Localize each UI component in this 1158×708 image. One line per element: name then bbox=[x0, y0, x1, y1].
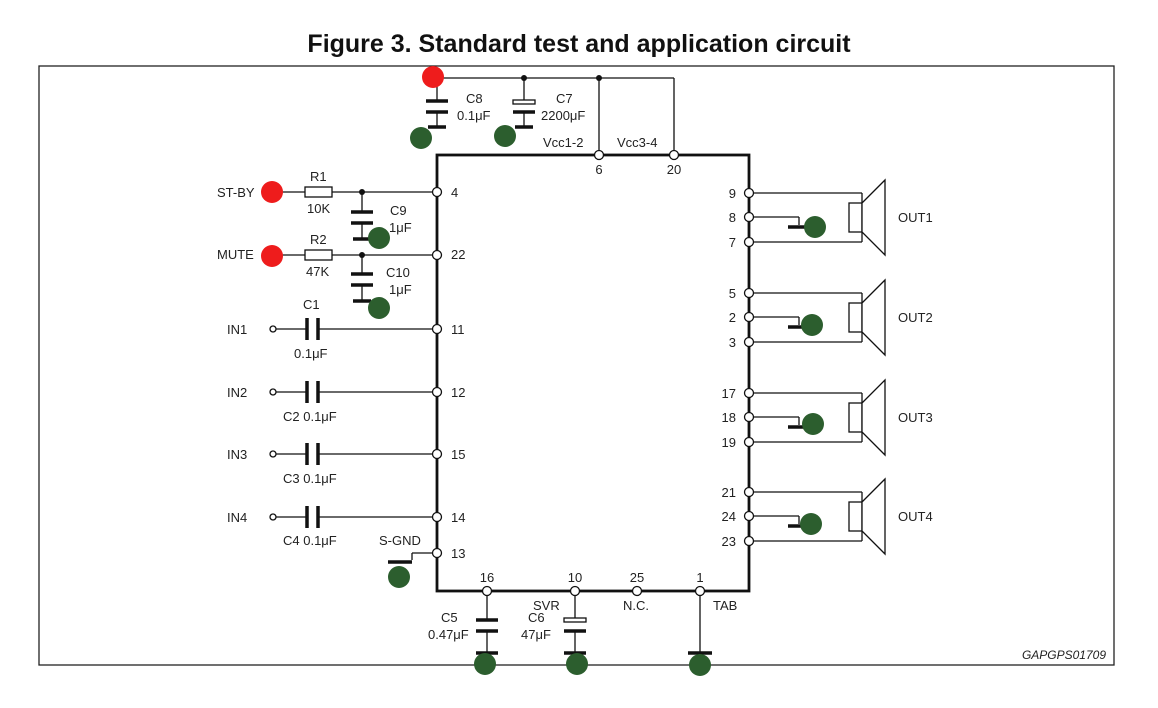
out3-label: OUT3 bbox=[898, 410, 933, 425]
ground-marker-out3 bbox=[802, 413, 824, 435]
c8-value: 0.1μF bbox=[457, 108, 491, 123]
c7-label: C7 bbox=[556, 91, 573, 106]
figure-title: Figure 3. Standard test and application … bbox=[307, 30, 851, 58]
ground-marker-c6 bbox=[566, 653, 588, 675]
out3-pin-a: 17 bbox=[722, 386, 736, 401]
c6-value: 47μF bbox=[521, 627, 551, 642]
out3-pin-c: 19 bbox=[722, 435, 736, 450]
pin-6-number: 6 bbox=[595, 162, 602, 177]
tab-label: TAB bbox=[713, 598, 737, 613]
out4-pin-c: 23 bbox=[722, 534, 736, 549]
out2-label: OUT2 bbox=[898, 310, 933, 325]
r1-label: R1 bbox=[310, 169, 327, 184]
ground-marker-out1 bbox=[804, 216, 826, 238]
pin-10-number: 10 bbox=[568, 570, 582, 585]
pin-22 bbox=[431, 249, 443, 261]
input-2-label: IN2 bbox=[227, 385, 247, 400]
pin-1-number: 1 bbox=[696, 570, 703, 585]
ground-marker-c7 bbox=[494, 125, 516, 147]
c6-label: C6 bbox=[528, 610, 545, 625]
input-3-cap: C3 0.1μF bbox=[283, 471, 337, 486]
pin-4-number: 4 bbox=[451, 185, 458, 200]
pin-25-number: 25 bbox=[630, 570, 644, 585]
ground-marker-sgnd bbox=[388, 566, 410, 588]
out2-pin-b: 2 bbox=[729, 310, 736, 325]
input-3-label: IN3 bbox=[227, 447, 247, 462]
c5-value: 0.47μF bbox=[428, 627, 469, 642]
ground-marker-c8 bbox=[410, 127, 432, 149]
out1-label: OUT1 bbox=[898, 210, 933, 225]
supply-marker-stby bbox=[261, 181, 283, 203]
pin-4 bbox=[431, 186, 443, 198]
input-2-cap: C2 0.1μF bbox=[283, 409, 337, 424]
c8-label: C8 bbox=[466, 91, 483, 106]
input-row-4 bbox=[269, 506, 443, 528]
c10-label: C10 bbox=[386, 265, 410, 280]
input-1-pin-number: 11 bbox=[451, 322, 465, 337]
vcc12-label: Vcc1-2 bbox=[543, 135, 583, 150]
input-row-2 bbox=[269, 381, 443, 403]
ground-marker-c10 bbox=[368, 297, 390, 319]
out3-pin-b: 18 bbox=[722, 410, 736, 425]
input-4-pin-number: 14 bbox=[451, 510, 465, 525]
input-row-1 bbox=[269, 318, 443, 340]
c9-label: C9 bbox=[390, 203, 407, 218]
ground-marker-tab bbox=[689, 654, 711, 676]
input-4-label: IN4 bbox=[227, 510, 247, 525]
r2-label: R2 bbox=[310, 232, 327, 247]
supply-network bbox=[426, 75, 675, 155]
c10-value: 1μF bbox=[389, 282, 412, 297]
ground-marker-out2 bbox=[801, 314, 823, 336]
input-row-3 bbox=[269, 443, 443, 465]
bottom-network bbox=[476, 585, 712, 655]
ground-marker-c9 bbox=[368, 227, 390, 249]
mute-label: MUTE bbox=[217, 247, 254, 262]
pin-16-number: 16 bbox=[480, 570, 494, 585]
pin-20 bbox=[668, 149, 680, 161]
supply-marker-mute bbox=[261, 245, 283, 267]
output-channel-1: 9 8 7 OUT1 bbox=[729, 178, 933, 257]
nc-label: N.C. bbox=[623, 598, 649, 613]
pin-13-number: 13 bbox=[451, 546, 465, 561]
out4-pin-a: 21 bbox=[722, 485, 736, 500]
output-channel-4: 21 24 23 OUT4 bbox=[722, 477, 933, 556]
input-3-pin-number: 15 bbox=[451, 447, 465, 462]
out4-label: OUT4 bbox=[898, 509, 933, 524]
input-1-label: IN1 bbox=[227, 322, 247, 337]
output-channel-3: 17 18 19 OUT3 bbox=[722, 378, 933, 457]
stby-mute-network bbox=[273, 186, 437, 303]
stby-label: ST-BY bbox=[217, 185, 255, 200]
ic-body bbox=[435, 153, 751, 593]
ground-marker-out4 bbox=[800, 513, 822, 535]
pin-6 bbox=[593, 149, 605, 161]
supply-marker-vcc bbox=[422, 66, 444, 88]
input-1-cap-label: C1 bbox=[303, 297, 320, 312]
output-channel-2: 5 2 3 OUT2 bbox=[729, 278, 933, 357]
out1-pin-b: 8 bbox=[729, 210, 736, 225]
figure-reference-code: GAPGPS01709 bbox=[1022, 648, 1106, 662]
r1-value: 10K bbox=[307, 201, 330, 216]
input-2-pin-number: 12 bbox=[451, 385, 465, 400]
input-4-cap: C4 0.1μF bbox=[283, 533, 337, 548]
out1-pin-c: 7 bbox=[729, 235, 736, 250]
vcc34-label: Vcc3-4 bbox=[617, 135, 657, 150]
sgnd-network bbox=[388, 547, 443, 564]
pin-22-number: 22 bbox=[451, 247, 465, 262]
ground-marker-c5 bbox=[474, 653, 496, 675]
input-1-cap-value: 0.1μF bbox=[294, 346, 328, 361]
out2-pin-a: 5 bbox=[729, 286, 736, 301]
svr-label: SVR bbox=[533, 598, 560, 613]
r2-value: 47K bbox=[306, 264, 329, 279]
c5-label: C5 bbox=[441, 610, 458, 625]
pin-20-number: 20 bbox=[667, 162, 681, 177]
sgnd-label: S-GND bbox=[379, 533, 421, 548]
c7-value: 2200μF bbox=[541, 108, 585, 123]
out2-pin-c: 3 bbox=[729, 335, 736, 350]
c9-value: 1μF bbox=[389, 220, 412, 235]
out1-pin-a: 9 bbox=[729, 186, 736, 201]
out4-pin-b: 24 bbox=[722, 509, 736, 524]
